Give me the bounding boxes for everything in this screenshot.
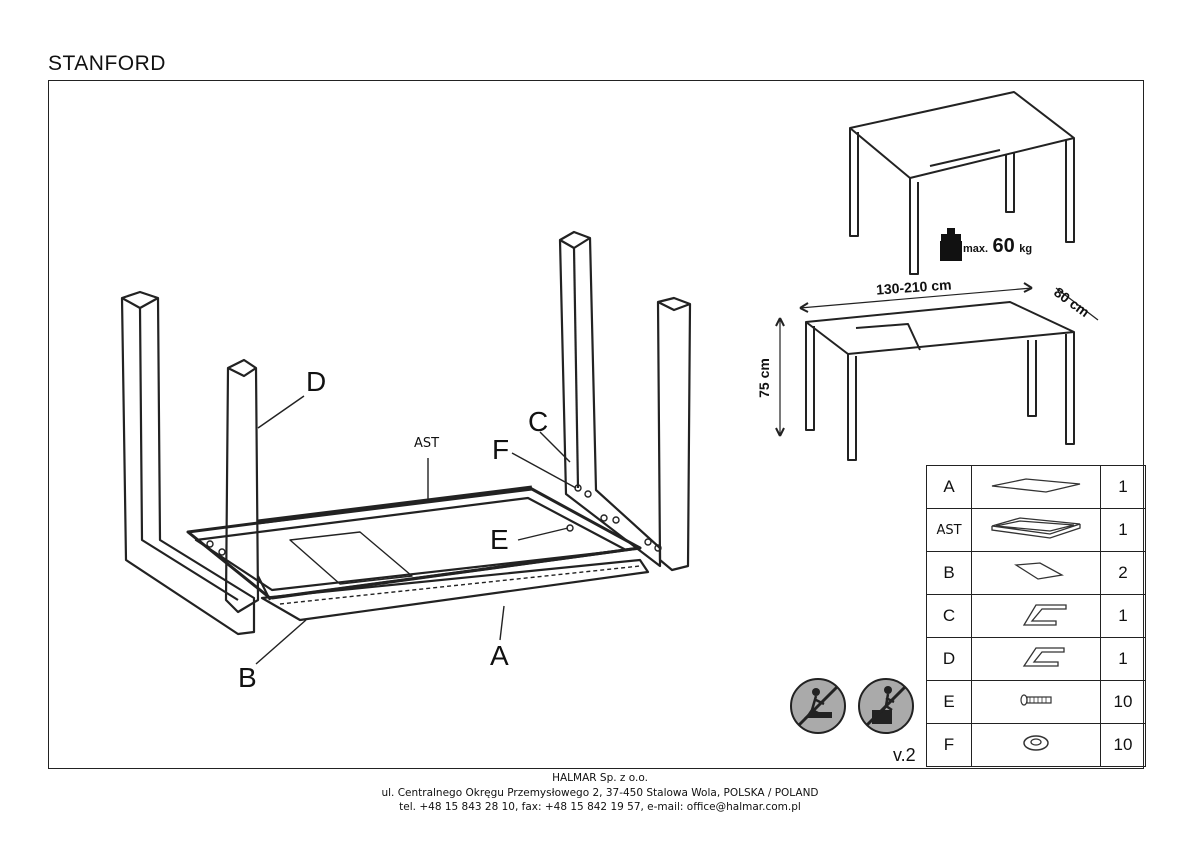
label-f: F bbox=[492, 434, 510, 465]
label-ast: AST bbox=[414, 436, 440, 451]
label-e: E bbox=[490, 524, 509, 555]
frame-ast bbox=[186, 485, 642, 601]
no-climbing-icon bbox=[858, 678, 914, 734]
table-illustration-top bbox=[849, 91, 1075, 275]
parts-row: C 1 bbox=[926, 594, 1146, 638]
footer: HALMAR Sp. z o.o. ul. Centralnego Okręgu… bbox=[0, 771, 1200, 815]
weight-icon bbox=[940, 228, 962, 261]
part-qty: 1 bbox=[1100, 508, 1146, 552]
leg-frame-d-icon bbox=[971, 637, 1101, 681]
part-code: AST bbox=[926, 508, 972, 552]
footer-company: HALMAR Sp. z o.o. bbox=[552, 772, 648, 784]
part-qty: 10 bbox=[1100, 680, 1146, 724]
part-code: C bbox=[926, 594, 972, 638]
leg-frame-c-icon bbox=[971, 594, 1101, 638]
label-d: D bbox=[306, 366, 327, 397]
part-code: E bbox=[926, 680, 972, 724]
table-illustration-extended bbox=[775, 282, 1099, 461]
document-title: STANFORD bbox=[48, 52, 166, 75]
part-code: F bbox=[926, 723, 972, 767]
part-qty: 1 bbox=[1100, 637, 1146, 681]
screw-icon bbox=[971, 680, 1101, 724]
table-frame-icon bbox=[971, 508, 1101, 552]
label-a: A bbox=[490, 640, 509, 671]
leg-frame-d bbox=[120, 290, 260, 636]
max-unit: kg bbox=[1019, 243, 1033, 255]
label-b: B bbox=[238, 662, 257, 693]
parts-row: E 10 bbox=[926, 680, 1146, 724]
parts-row: A 1 bbox=[926, 465, 1146, 509]
leader-f bbox=[511, 452, 577, 489]
parts-row: F 10 bbox=[926, 723, 1146, 767]
leader-c bbox=[539, 431, 571, 463]
leader-a bbox=[499, 605, 505, 641]
label-c: C bbox=[528, 406, 549, 437]
part-code: B bbox=[926, 551, 972, 595]
part-qty: 1 bbox=[1100, 594, 1146, 638]
parts-table: A 1 AST 1 B 2 C 1 D 1 E bbox=[926, 465, 1146, 767]
tabletop-icon bbox=[971, 465, 1101, 509]
leader-e bbox=[517, 527, 569, 541]
washer-icon bbox=[971, 723, 1101, 767]
tabletop-a bbox=[260, 531, 650, 622]
max-value: 60 bbox=[992, 235, 1015, 257]
max-prefix: max. bbox=[963, 243, 989, 255]
parts-row: D 1 bbox=[926, 637, 1146, 681]
instruction-frame bbox=[48, 80, 1144, 769]
no-standing-on-table-icon bbox=[790, 678, 846, 734]
parts-row: B 2 bbox=[926, 551, 1146, 595]
footer-contact: tel. +48 15 843 28 10, fax: +48 15 842 1… bbox=[399, 801, 801, 813]
height-dimension: 75 cm bbox=[755, 358, 772, 398]
max-load-label: max. 60 kg bbox=[963, 235, 1032, 258]
parts-row: AST 1 bbox=[926, 508, 1146, 552]
part-qty: 1 bbox=[1100, 465, 1146, 509]
version-label: v.2 bbox=[893, 745, 916, 765]
leader-d bbox=[257, 395, 305, 429]
footer-address: ul. Centralnego Okręgu Przemysłowego 2, … bbox=[381, 786, 819, 799]
leg-frame-c bbox=[558, 230, 692, 572]
part-code: A bbox=[926, 465, 972, 509]
part-code: D bbox=[926, 637, 972, 681]
part-qty: 10 bbox=[1100, 723, 1146, 767]
part-qty: 2 bbox=[1100, 551, 1146, 595]
leader-b bbox=[255, 619, 307, 665]
extension-leaf-icon bbox=[971, 551, 1101, 595]
